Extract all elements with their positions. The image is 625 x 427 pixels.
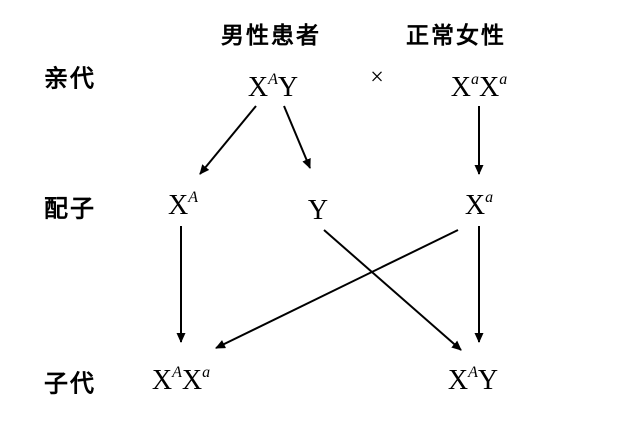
arrow-gameteY-to-offspringmale xyxy=(323,229,462,351)
genotype-base: X xyxy=(181,365,203,396)
genotype-superscript: a xyxy=(202,363,211,381)
genotype-base: X xyxy=(151,365,173,396)
gamete-xa-genotype: Xa xyxy=(464,188,494,222)
genotype-base: X xyxy=(247,72,269,103)
genotype-base: Y xyxy=(277,72,299,103)
genotype-superscript: A xyxy=(468,363,478,381)
genotype-base: X xyxy=(464,190,486,221)
genotype-base: X xyxy=(450,72,471,103)
gamete-xA-genotype: XA xyxy=(167,188,199,222)
genotype-base: X xyxy=(479,72,500,103)
normal-female-label: 正常女性 xyxy=(406,22,506,48)
parent-female-genotype: XaXa xyxy=(450,70,508,104)
genotype-superscript: A xyxy=(172,363,182,381)
cross-symbol: × xyxy=(370,64,384,91)
genotype-superscript: A xyxy=(268,70,278,88)
offspring-row-label: 子代 xyxy=(44,370,96,398)
genotype-superscript: A xyxy=(188,188,199,206)
arrow-parentmale-to-gameteXA xyxy=(199,105,257,175)
genotype-superscript: a xyxy=(499,70,508,88)
offspring-male-genotype: XAY xyxy=(447,363,499,397)
gametes-row-label: 配子 xyxy=(44,195,96,223)
offspring-female-genotype: XAXa xyxy=(151,363,211,397)
arrow-parentmale-to-gameteY xyxy=(283,105,311,169)
genotype-superscript: a xyxy=(485,188,494,206)
genotype-base: X xyxy=(447,365,469,396)
parental-row-label: 亲代 xyxy=(44,65,96,93)
genotype-base: X xyxy=(167,190,189,221)
genotype-base: Y xyxy=(477,365,499,396)
arrow-gameteXa-to-offspringfemale xyxy=(215,229,459,349)
genotype-superscript: a xyxy=(471,70,479,88)
male-patient-label: 男性患者 xyxy=(221,22,321,48)
parent-male-genotype: XAY xyxy=(247,70,299,104)
gamete-y-genotype: Y xyxy=(308,195,328,227)
genotype-base: Y xyxy=(307,195,329,226)
